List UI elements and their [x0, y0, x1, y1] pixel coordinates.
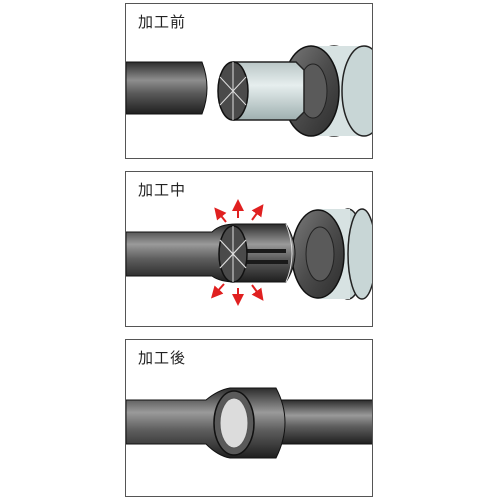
- panel-during: 加工中: [125, 171, 373, 327]
- tube: [126, 61, 208, 115]
- expansion-arrows: [210, 199, 264, 306]
- tube-left-flared: [126, 387, 286, 459]
- panel-label-during: 加工中: [138, 181, 187, 199]
- diagram-before: [126, 45, 372, 137]
- panel-label-before: 加工前: [138, 13, 187, 31]
- tube-expanding: [126, 223, 296, 283]
- panel-label-after: 加工後: [138, 349, 187, 367]
- panel-after: 加工後: [125, 339, 373, 497]
- diagram-after: [126, 387, 372, 459]
- panel-before: 加工前: [125, 3, 373, 159]
- diagram-during: [126, 199, 372, 306]
